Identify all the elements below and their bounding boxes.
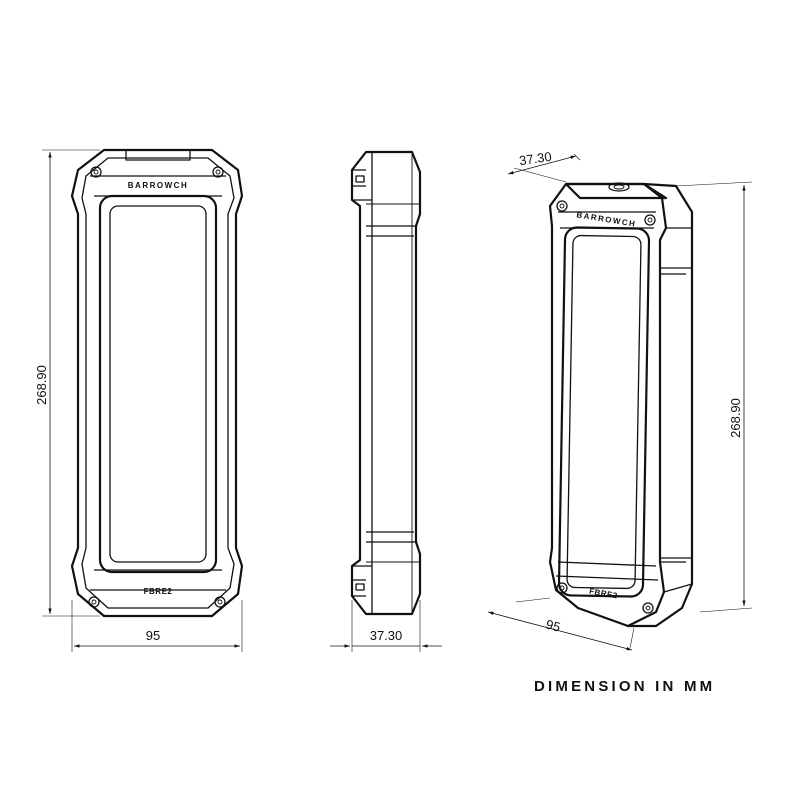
iso-width-dim-text: 95 (544, 617, 562, 635)
side-view: 37.30 (330, 150, 442, 652)
front-screw-bl (88, 596, 100, 608)
iso-depth-dim-text: 37.30 (518, 149, 552, 168)
front-width-dim-text: 95 (146, 628, 160, 643)
iso-width-dim-line (487, 611, 633, 651)
front-top-cap (125, 150, 191, 161)
iso-brand-label: BARROWCH (576, 210, 637, 228)
iso-view: BARROWCH FBRE2 37.30 268.90 95 (487, 149, 753, 651)
iso-front-outer (548, 182, 668, 628)
iso-screw-tl (556, 200, 568, 212)
dimension-unit-note: DIMENSION IN MM (534, 678, 716, 695)
front-view: BARROWCH FBRE2 268.90 95 (34, 148, 244, 652)
iso-height-ext-bottom (699, 607, 753, 613)
iso-bottom-band (555, 561, 659, 581)
front-bottom-band (90, 569, 226, 591)
iso-height-ext-top (675, 181, 753, 187)
iso-screw-bl (556, 582, 568, 594)
iso-depth-ext-right (573, 153, 581, 161)
iso-width-ext-left (515, 597, 551, 603)
front-screw-tr (212, 166, 224, 178)
iso-top-port-inner (613, 184, 625, 190)
side-inner-profile (366, 152, 416, 614)
front-window-frame (98, 194, 218, 574)
front-model-label: FBRE2 (144, 587, 173, 596)
front-height-dim-text: 268.90 (34, 365, 49, 405)
iso-width-ext-right (629, 627, 635, 649)
front-window-glass (109, 205, 207, 563)
iso-depth-dim-line (507, 155, 577, 175)
front-screw-br (214, 596, 226, 608)
side-bottom-detail (352, 565, 372, 597)
iso-screw-tr (644, 214, 656, 226)
front-outer-frame (70, 148, 244, 618)
side-outer-profile (350, 150, 422, 616)
iso-window-glass (566, 234, 642, 590)
side-top-detail (352, 169, 372, 201)
side-depth-dim-text: 37.30 (370, 628, 403, 643)
front-brand-label: BARROWCH (128, 181, 188, 190)
front-inner-contour (81, 157, 235, 609)
iso-height-dim-text: 268.90 (728, 398, 743, 438)
side-edge-lines (366, 152, 420, 614)
iso-side-details (660, 227, 693, 593)
iso-screw-br (642, 602, 654, 614)
iso-top-band (558, 211, 656, 229)
front-screw-tl (90, 166, 102, 178)
